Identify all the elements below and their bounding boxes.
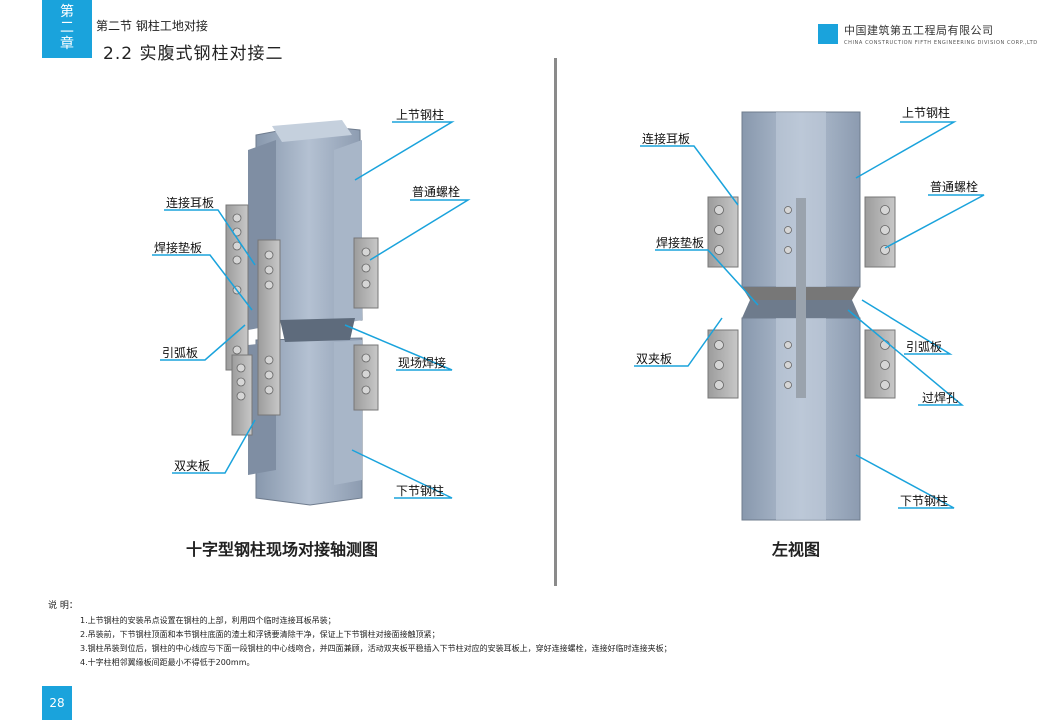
label-bolt-left: 普通螺栓: [412, 185, 461, 199]
vertical-divider: [554, 58, 557, 586]
label-weld-left: 现场焊接: [398, 356, 447, 370]
page-title: 2.2 实腹式钢柱对接二: [103, 44, 284, 64]
label-upper-column-left: 上节钢柱: [396, 108, 445, 122]
label-arc-left: 引弧板: [162, 346, 199, 360]
label-ear-plate-right: 连接耳板: [642, 132, 691, 146]
note-item: 2.吊装前，下节钢柱顶面和本节钢柱底面的渣土和浮锈要清除干净，保证上下节钢柱对接…: [80, 630, 440, 639]
label-upper-column-right: 上节钢柱: [902, 106, 951, 120]
chapter-char-1: 第: [60, 4, 74, 20]
right-side-view-column: [707, 111, 896, 521]
note-item: 1.上节钢柱的安装吊点设置在钢柱的上部，利用四个临时连接耳板吊装；: [80, 616, 336, 625]
logo-mark-icon: [818, 24, 838, 44]
right-leader-lines: [634, 121, 985, 509]
notes-title: 说 明：: [48, 601, 78, 611]
label-clamp-right: 双夹板: [636, 352, 673, 366]
label-hole-right: 过焊孔: [922, 391, 959, 405]
label-clamp-left: 双夹板: [174, 459, 211, 473]
chapter-char-3: 章: [60, 36, 74, 52]
chapter-tab: 第 二 章: [42, 0, 92, 58]
logo-cn-text: 中国建筑第五工程局有限公司: [844, 24, 994, 37]
label-lower-column-left: 下节钢柱: [396, 484, 445, 498]
chapter-char-2: 二: [60, 20, 74, 36]
label-pad-left: 焊接垫板: [154, 241, 203, 255]
section-label: 第二节 钢柱工地对接: [96, 19, 208, 33]
left-isometric-column: [225, 120, 379, 506]
note-item: 3.钢柱吊装到位后，钢柱的中心线应与下面一段钢柱的中心线吻合，并四面兼顾，活动双…: [80, 644, 672, 653]
right-caption: 左视图: [772, 540, 821, 559]
left-caption: 十字型钢柱现场对接轴测图: [186, 540, 379, 559]
label-arc-right: 引弧板: [906, 340, 943, 354]
label-lower-column-right: 下节钢柱: [900, 494, 949, 508]
label-ear-plate-left: 连接耳板: [166, 196, 215, 210]
note-item: 4.十字柱相邻翼缘板间距最小不得低于200mm。: [80, 658, 255, 667]
page-number: 28: [42, 686, 72, 720]
label-bolt-right: 普通螺栓: [930, 180, 979, 194]
left-leader-lines: [152, 121, 471, 499]
logo-en-text: CHINA CONSTRUCTION FIFTH ENGINEERING DIV…: [844, 40, 1038, 46]
company-logo: 中国建筑第五工程局有限公司 CHINA CONSTRUCTION FIFTH E…: [818, 24, 1038, 46]
label-pad-right: 焊接垫板: [656, 236, 705, 250]
